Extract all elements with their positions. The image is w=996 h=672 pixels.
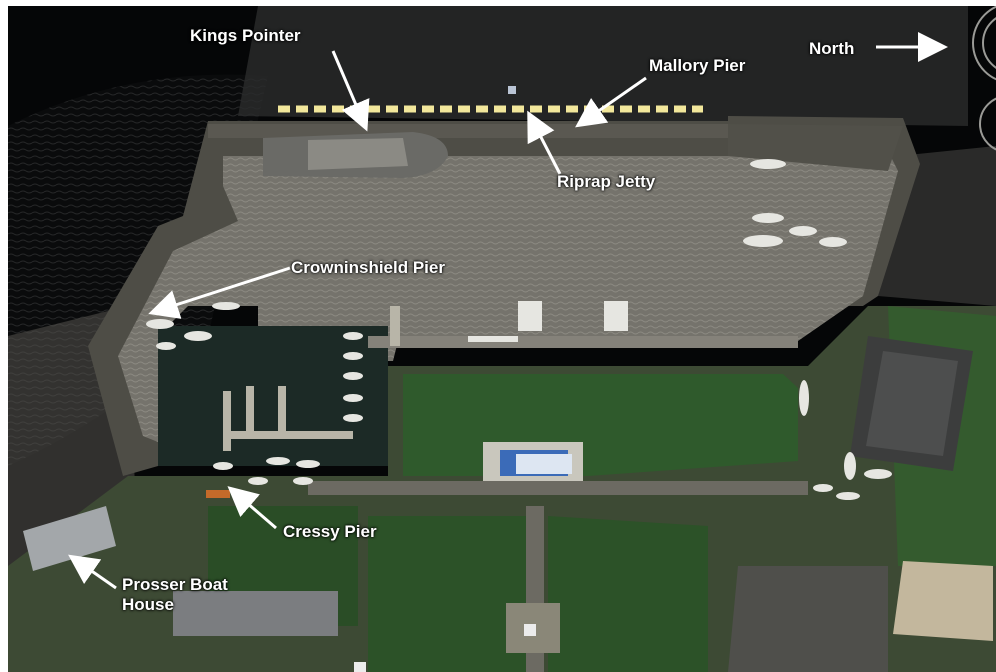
marina-docks bbox=[223, 306, 400, 451]
walkway-h bbox=[308, 481, 808, 495]
arrow-prosser bbox=[68, 554, 117, 590]
lower-lawn-left bbox=[368, 516, 528, 672]
aerial-map[interactable]: Kings Pointer Mallory Pier North Riprap … bbox=[8, 6, 996, 672]
arrow-cressy bbox=[227, 486, 277, 530]
label-prosser-boat-house: Prosser Boat House bbox=[122, 575, 262, 615]
mallory-pier-deck bbox=[208, 124, 728, 138]
pool-deck bbox=[516, 454, 572, 474]
south-pier bbox=[368, 336, 798, 348]
marker-square bbox=[508, 86, 516, 94]
label-kings-pointer: Kings Pointer bbox=[190, 26, 301, 45]
arrow-riprap-jetty bbox=[527, 110, 562, 175]
arrow-kings-pointer bbox=[331, 50, 370, 132]
pointer-arrows bbox=[68, 32, 948, 590]
compass-ring-icon bbox=[972, 6, 996, 151]
label-mallory-pier: Mallory Pier bbox=[649, 56, 746, 75]
orange-boat bbox=[206, 490, 230, 498]
harbor-water bbox=[118, 146, 898, 446]
label-cressy-pier: Cressy Pier bbox=[283, 522, 377, 541]
lower-lawn-right bbox=[548, 516, 708, 672]
arrow-crowninshield bbox=[148, 266, 291, 319]
hall-building bbox=[173, 591, 338, 636]
boats bbox=[146, 159, 892, 500]
marker-w-plaza bbox=[524, 624, 536, 636]
ship-superstructure bbox=[308, 138, 408, 170]
prosser-boat-house bbox=[23, 506, 116, 571]
arrow-mallory-pier bbox=[575, 76, 647, 128]
building-east-roof bbox=[866, 351, 958, 456]
label-prosser-line2: House bbox=[122, 595, 174, 614]
label-north: North bbox=[809, 39, 855, 58]
building-southeast bbox=[893, 561, 993, 641]
glint-water-top bbox=[238, 6, 968, 126]
label-prosser-line1: Prosser Boat bbox=[122, 575, 228, 594]
aerial-photo bbox=[8, 6, 996, 672]
label-crowninshield-pier: Crowninshield Pier bbox=[291, 258, 445, 277]
marker-w-bottom bbox=[354, 662, 366, 672]
main-lawn bbox=[403, 374, 798, 476]
parking-lot bbox=[728, 566, 888, 672]
label-riprap-jetty: Riprap Jetty bbox=[557, 172, 656, 191]
